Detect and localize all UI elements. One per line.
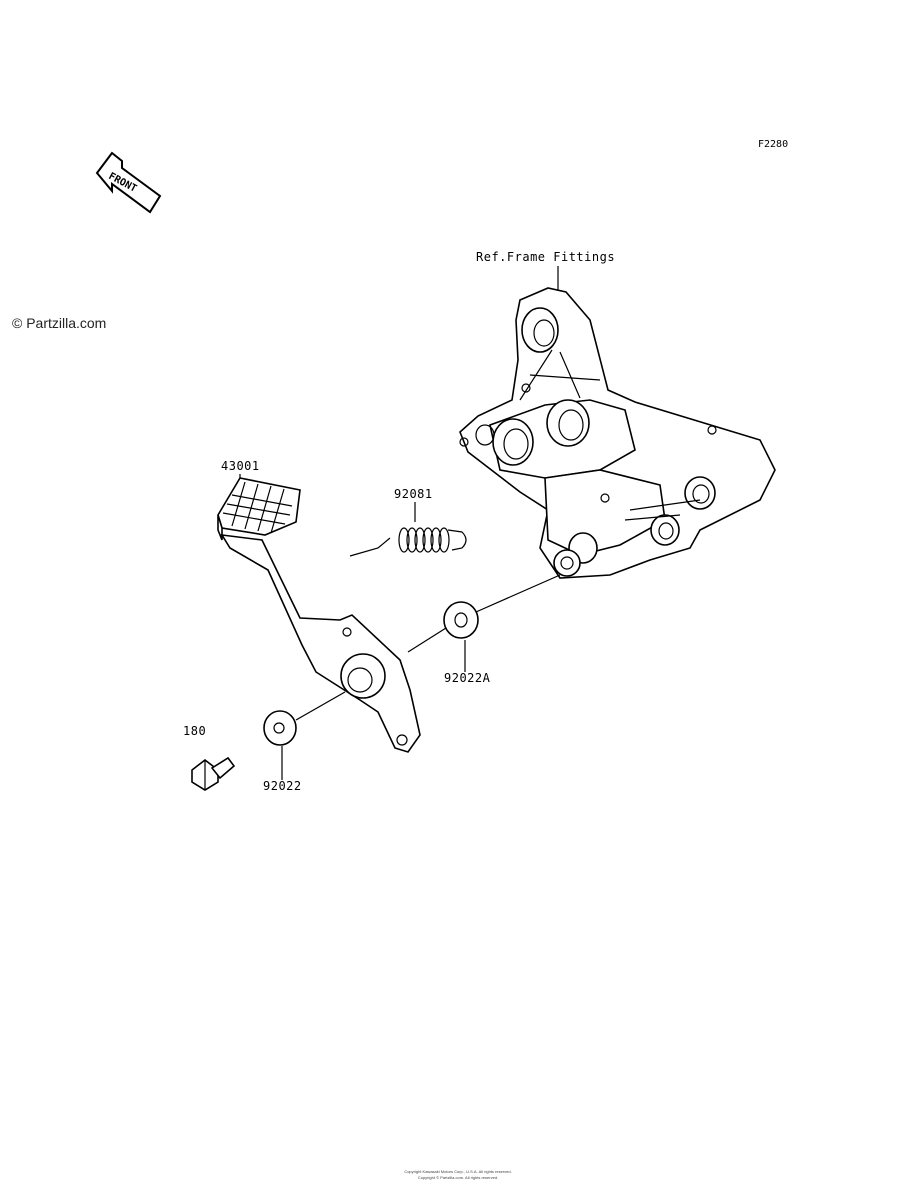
pedal-tread-pattern bbox=[222, 481, 293, 534]
assembly-axis-middle bbox=[407, 627, 447, 653]
callout-frame-fittings: Ref.Frame Fittings bbox=[476, 250, 615, 264]
front-arrow-icon: FRONT bbox=[95, 151, 162, 214]
brake-pedal bbox=[217, 477, 421, 753]
partzilla-watermark: © Partzilla.com bbox=[12, 315, 106, 331]
washer-a bbox=[443, 601, 479, 639]
return-spring bbox=[349, 527, 467, 557]
assembly-axis-upper bbox=[475, 574, 561, 613]
callout-pedal: 43001 bbox=[221, 459, 260, 473]
callout-washer-a: 92022A bbox=[444, 671, 491, 685]
callout-washer: 92022 bbox=[263, 779, 302, 793]
footer-copyright-1: Copyright Kawasaki Motors Corp., U.S.A. … bbox=[404, 1169, 511, 1174]
bolt bbox=[191, 756, 236, 791]
callout-spring: 92081 bbox=[394, 487, 433, 501]
figure-code: F2280 bbox=[758, 139, 788, 150]
footer-copyright-2: Copyright © Partzilla.com. All rights re… bbox=[418, 1175, 498, 1180]
frame-fitting-bracket bbox=[459, 287, 776, 579]
washer bbox=[263, 710, 297, 746]
callout-bolt: 180 bbox=[183, 724, 206, 738]
assembly-axis-lower bbox=[295, 691, 346, 721]
